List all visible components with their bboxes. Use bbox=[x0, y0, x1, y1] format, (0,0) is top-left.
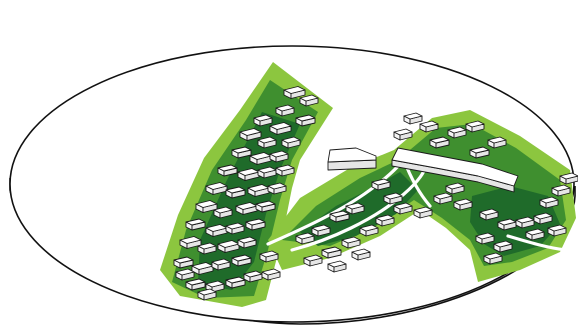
site-model-diagram bbox=[0, 0, 578, 326]
